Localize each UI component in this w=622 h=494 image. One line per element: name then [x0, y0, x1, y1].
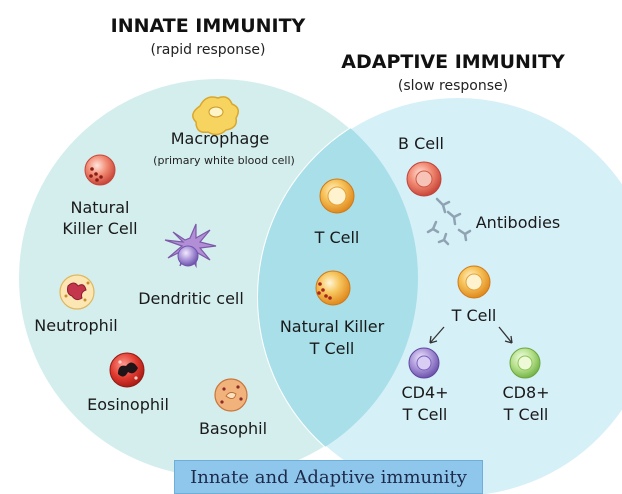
b-cell-label: B Cell [398, 134, 444, 153]
arrow-to-cd8 [498, 326, 513, 344]
dendritic-cell-icon [164, 223, 217, 269]
adaptive-t-cell-label: T Cell [451, 306, 497, 325]
figure-caption: Innate and Adaptive immunity [174, 460, 483, 494]
cd8-cell-icon [509, 347, 541, 379]
innate-subtitle: (rapid response) [151, 42, 266, 58]
natural-killer-label-1: Natural [70, 198, 129, 217]
adaptive-title: ADAPTIVE IMMUNITY [341, 51, 565, 73]
adaptive-subtitle: (slow response) [398, 78, 508, 94]
b-cell-icon [406, 161, 442, 197]
macrophage-label: Macrophage [171, 129, 270, 148]
overlap-region [258, 97, 418, 478]
macrophage-icon [192, 96, 239, 136]
cd4-label-1: CD4+ [401, 383, 448, 402]
overlap-t-cell-icon [319, 178, 355, 214]
natural-killer-cell-icon [84, 154, 116, 186]
cd4-cell-icon [408, 347, 440, 379]
macrophage-note: (primary white blood cell) [153, 154, 295, 167]
nkt-label-2: T Cell [309, 339, 355, 358]
antibodies-icon [426, 197, 472, 246]
overlap-t-cell-label: T Cell [314, 228, 360, 247]
cd8-label-2: T Cell [503, 405, 549, 424]
antibodies-label: Antibodies [476, 213, 561, 232]
basophil-label: Basophil [199, 419, 267, 438]
dendritic-cell-label: Dendritic cell [138, 289, 244, 308]
eosinophil-icon [109, 352, 145, 388]
basophil-icon [214, 378, 248, 412]
neutrophil-icon [59, 274, 95, 310]
neutrophil-label: Neutrophil [34, 316, 117, 335]
cd8-label-1: CD8+ [502, 383, 549, 402]
nkt-label-1: Natural Killer [280, 317, 385, 336]
innate-title: INNATE IMMUNITY [111, 15, 306, 37]
adaptive-t-cell-icon [457, 265, 491, 299]
eosinophil-label: Eosinophil [87, 395, 169, 414]
arrow-to-cd4 [429, 326, 445, 344]
nkt-cell-icon [315, 270, 351, 306]
natural-killer-label-2: Killer Cell [62, 219, 137, 238]
cd4-label-2: T Cell [402, 405, 448, 424]
